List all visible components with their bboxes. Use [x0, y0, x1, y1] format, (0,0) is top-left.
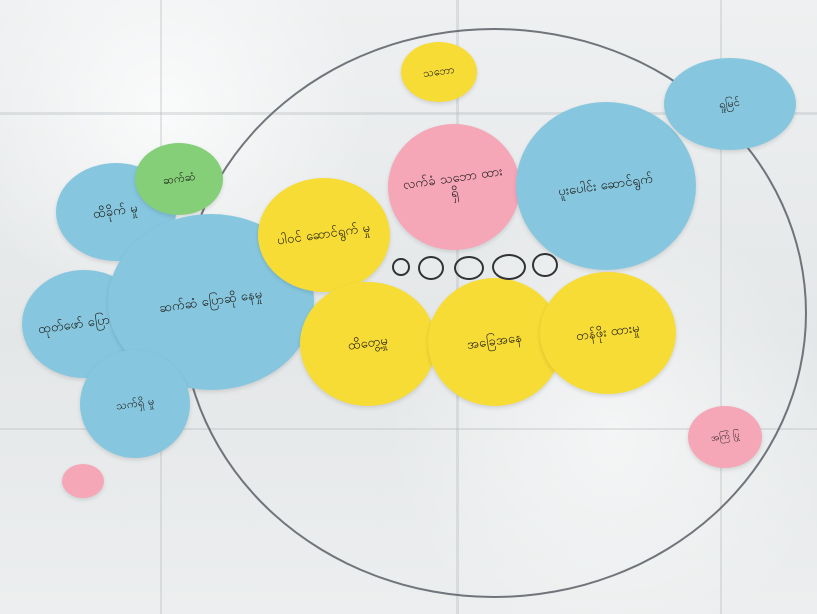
sticky-note: သက်ရှိ မှု: [80, 350, 190, 458]
sticky-note: [62, 464, 104, 498]
sticky-note: အကြံ ပြု: [688, 406, 762, 468]
drawn-circle: [454, 256, 484, 280]
drawn-circle: [532, 253, 558, 277]
drawn-circle: [392, 258, 410, 276]
sticky-note: သဘော: [401, 42, 477, 102]
sticky-note: ပါဝင် ဆောင်ရွက် မှု: [258, 178, 390, 292]
sticky-note: ဆက်ဆံ: [135, 143, 223, 215]
sticky-note: တန်ဖိုး ထားမှု: [540, 272, 676, 394]
sticky-note: ပူးပေါင်း ဆောင်ရွက်: [516, 102, 696, 270]
drawn-circle: [492, 254, 526, 280]
sticky-note: ထိတွေ့မှု: [300, 282, 436, 406]
small-drawn-circles: [392, 248, 562, 286]
sticky-note: လက်ခံ သဘော ထား ရှိ: [388, 124, 520, 250]
drawn-circle: [418, 256, 444, 280]
sticky-note: ရှုမြင်: [664, 58, 796, 150]
